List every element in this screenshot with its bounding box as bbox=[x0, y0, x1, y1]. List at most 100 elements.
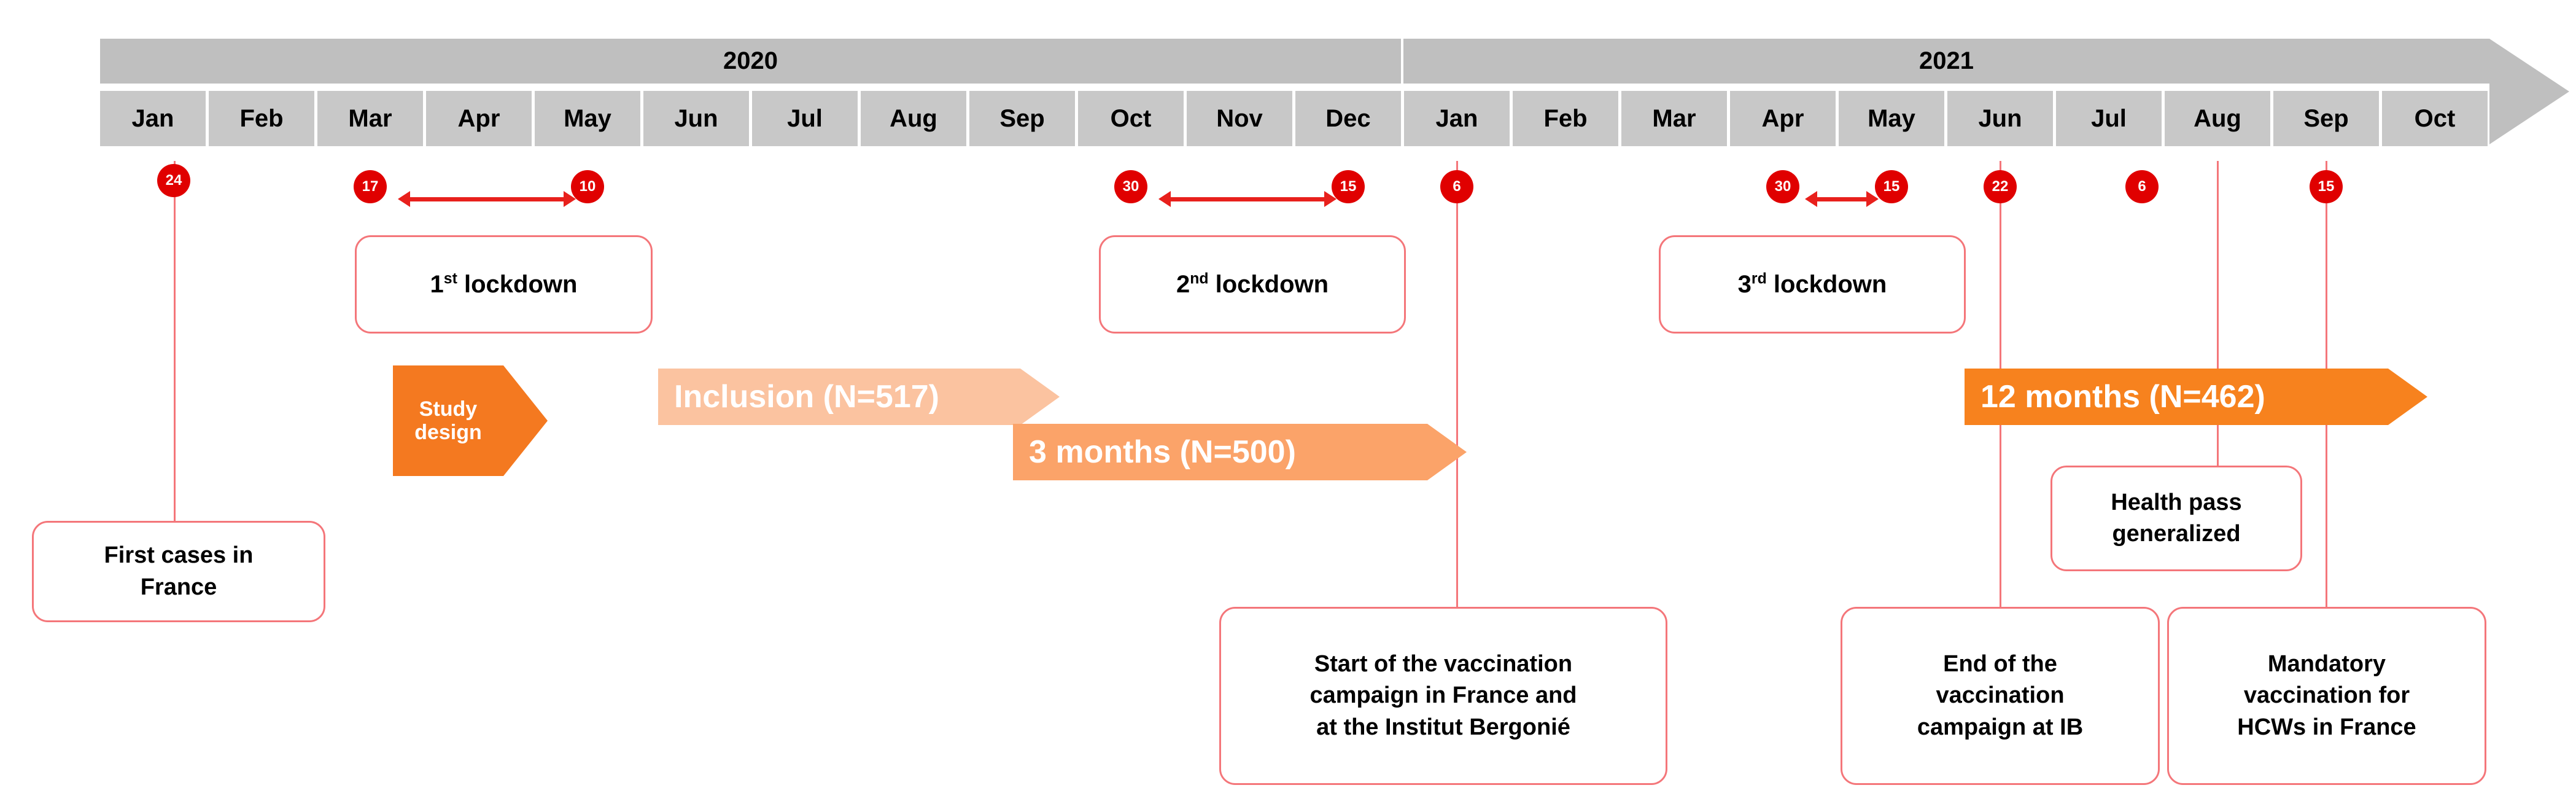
month-label: Sep bbox=[2303, 104, 2349, 132]
badge-day: 22 bbox=[1992, 178, 2009, 195]
chevron-tip-icon bbox=[2388, 369, 2427, 425]
chevron-tip-icon bbox=[1020, 369, 1060, 425]
timeline-arrowhead-icon bbox=[2489, 39, 2569, 144]
connector-health-pass bbox=[2217, 161, 2219, 468]
callout-mandatory-vaccination-hcw: Mandatory vaccination for HCWs in France bbox=[2167, 607, 2486, 785]
month-cell-mar-2021: Mar bbox=[1621, 91, 1727, 146]
month-label: Feb bbox=[1543, 104, 1588, 132]
month-label: Jun bbox=[674, 104, 718, 132]
arrow-shaft bbox=[406, 197, 568, 201]
arrow-head-left-icon bbox=[398, 191, 410, 207]
phase-line-1: Study bbox=[419, 397, 478, 421]
month-cell-aug-2021: Aug bbox=[2165, 91, 2270, 146]
date-badge-oct30-2020: 30 bbox=[1114, 170, 1147, 203]
month-cell-sep-2021: Sep bbox=[2273, 91, 2379, 146]
callout-1st-lockdown: 1st lockdown bbox=[355, 235, 653, 334]
callout-start-vaccination: Start of the vaccination campaign in Fra… bbox=[1219, 607, 1667, 785]
lockdown-label: 1st lockdown bbox=[430, 270, 578, 298]
month-cell-oct-2021: Oct bbox=[2382, 91, 2488, 146]
month-label: Aug bbox=[2194, 104, 2241, 132]
month-cell-jun-2020: Jun bbox=[643, 91, 749, 146]
arrow-head-left-icon bbox=[1805, 191, 1817, 207]
badge-day: 15 bbox=[1883, 178, 1900, 195]
callout-first-cases-france: First cases in France bbox=[32, 521, 325, 622]
year-label: 2020 bbox=[723, 47, 778, 74]
month-cell-jan-2020: Jan bbox=[100, 91, 206, 146]
badge-day: 6 bbox=[2138, 178, 2146, 195]
span-arrow-3rd-lockdown bbox=[1805, 191, 1879, 207]
chevron-tip-icon bbox=[503, 365, 548, 476]
badge-day: 15 bbox=[1340, 178, 1357, 195]
lockdown-label: 2nd lockdown bbox=[1176, 270, 1329, 298]
month-cell-nov-2020: Nov bbox=[1187, 91, 1292, 146]
span-arrow-1st-lockdown bbox=[398, 191, 576, 207]
phase-body: Inclusion (N=517) bbox=[658, 369, 1020, 425]
phase-label: 12 months (N=462) bbox=[1980, 379, 2265, 415]
month-cell-sep-2020: Sep bbox=[969, 91, 1075, 146]
month-cell-jun-2021: Jun bbox=[1947, 91, 2053, 146]
date-badge-may10-2020: 10 bbox=[571, 170, 604, 203]
badge-day: 30 bbox=[1774, 178, 1791, 195]
month-cell-may-2020: May bbox=[535, 91, 640, 146]
month-label: Apr bbox=[1761, 104, 1804, 132]
month-label: Oct bbox=[2414, 104, 2456, 132]
badge-day: 30 bbox=[1122, 178, 1139, 195]
date-badge-mar17-2020: 17 bbox=[354, 170, 387, 203]
phase-label: Inclusion (N=517) bbox=[674, 379, 939, 415]
ordinal-suffix: nd bbox=[1190, 270, 1209, 287]
phase-body: Study design bbox=[393, 365, 503, 476]
phase-body: 12 months (N=462) bbox=[1965, 369, 2388, 425]
callout-2nd-lockdown: 2nd lockdown bbox=[1099, 235, 1406, 334]
month-label: Mar bbox=[1652, 104, 1696, 132]
month-label: Jul bbox=[787, 104, 823, 132]
phase-label: 3 months (N=500) bbox=[1029, 434, 1296, 470]
month-label: Jul bbox=[2091, 104, 2127, 132]
badge-day: 10 bbox=[579, 178, 596, 195]
year-label: 2021 bbox=[1919, 47, 1974, 74]
date-badge-jun22-2021: 22 bbox=[1984, 170, 2017, 203]
month-cell-jan-2021: Jan bbox=[1404, 91, 1510, 146]
date-badge-aug6-2021: 6 bbox=[2125, 170, 2159, 203]
month-label: Oct bbox=[1110, 104, 1152, 132]
month-label: Dec bbox=[1325, 104, 1371, 132]
callout-end-vaccination-ib: End of the vaccination campaign at IB bbox=[1841, 607, 2160, 785]
arrow-head-right-icon bbox=[1866, 191, 1879, 207]
month-label: Mar bbox=[348, 104, 392, 132]
date-badge-may15-2021: 15 bbox=[1875, 170, 1908, 203]
phase-3-months: 3 months (N=500) bbox=[1013, 424, 1467, 480]
ordinal-suffix: rd bbox=[1751, 270, 1767, 287]
phase-study-design: Study design bbox=[393, 365, 548, 476]
month-label: Jun bbox=[1978, 104, 2022, 132]
badge-day: 15 bbox=[2318, 178, 2335, 195]
month-label: May bbox=[1868, 104, 1915, 132]
date-badge-apr30-2021: 30 bbox=[1766, 170, 1799, 203]
badge-day: 6 bbox=[1453, 178, 1461, 195]
month-label: Aug bbox=[890, 104, 937, 132]
year-band-2020: 2020 bbox=[100, 39, 1401, 84]
month-cell-aug-2020: Aug bbox=[861, 91, 966, 146]
connector-first-cases bbox=[174, 161, 176, 523]
month-cell-jul-2020: Jul bbox=[752, 91, 858, 146]
month-label: Sep bbox=[999, 104, 1045, 132]
date-badge-dec15-2020: 15 bbox=[1332, 170, 1365, 203]
date-badge-jan24-2020: 24 bbox=[157, 164, 190, 197]
lockdown-label: 3rd lockdown bbox=[1737, 270, 1887, 298]
phase-line-2: design bbox=[414, 421, 482, 444]
event-text: Start of the vaccination campaign in Fra… bbox=[1309, 651, 1577, 740]
span-arrow-2nd-lockdown bbox=[1158, 191, 1336, 207]
phase-body: 3 months (N=500) bbox=[1013, 424, 1427, 480]
month-cell-feb-2021: Feb bbox=[1513, 91, 1618, 146]
month-label: May bbox=[564, 104, 611, 132]
month-label: Feb bbox=[239, 104, 284, 132]
month-cell-jul-2021: Jul bbox=[2056, 91, 2162, 146]
month-cell-feb-2020: Feb bbox=[209, 91, 314, 146]
callout-health-pass: Health pass generalized bbox=[2050, 466, 2302, 571]
month-label: Jan bbox=[1435, 104, 1478, 132]
ordinal-suffix: st bbox=[443, 270, 457, 287]
phase-12-months: 12 months (N=462) bbox=[1965, 369, 2427, 425]
event-text: End of the vaccination campaign at IB bbox=[1917, 651, 2084, 740]
badge-day: 17 bbox=[362, 178, 379, 195]
connector-start-vaccination bbox=[1456, 161, 1458, 608]
date-badge-sep15-2021: 15 bbox=[2310, 170, 2343, 203]
